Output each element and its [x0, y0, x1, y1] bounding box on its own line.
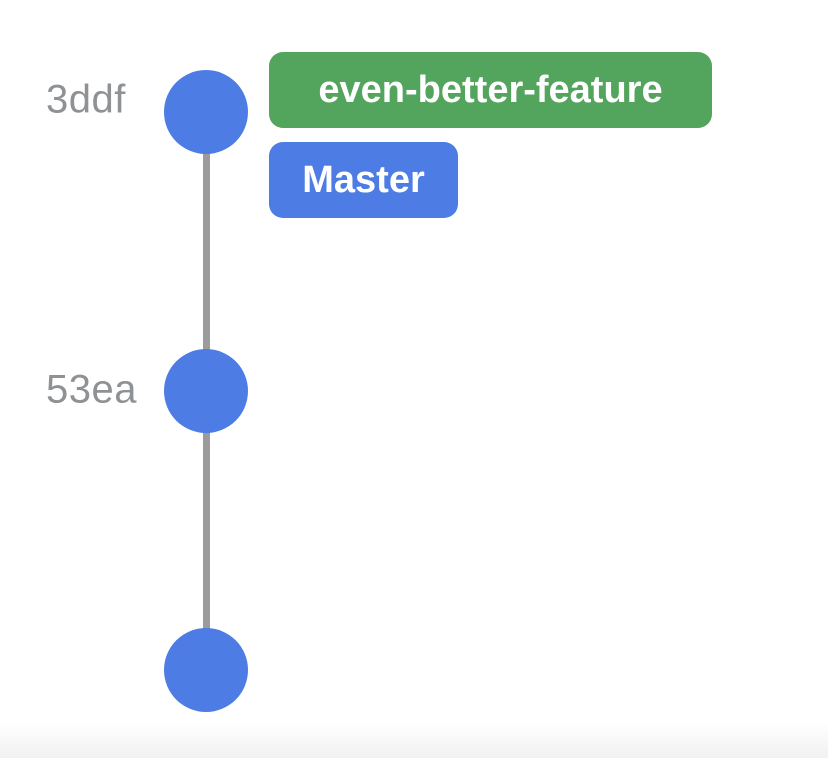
bottom-gradient-strip	[0, 722, 828, 758]
branch-badge-master: Master	[269, 142, 458, 218]
commit-hash-label: 53ea	[46, 367, 137, 412]
commit-dot-initial	[164, 628, 248, 712]
commit-dot-53ea	[164, 349, 248, 433]
commit-hash-label: 3ddf	[46, 77, 126, 122]
branch-badge-even-better-feature: even-better-feature	[269, 52, 712, 128]
commit-dot-3ddf	[164, 70, 248, 154]
